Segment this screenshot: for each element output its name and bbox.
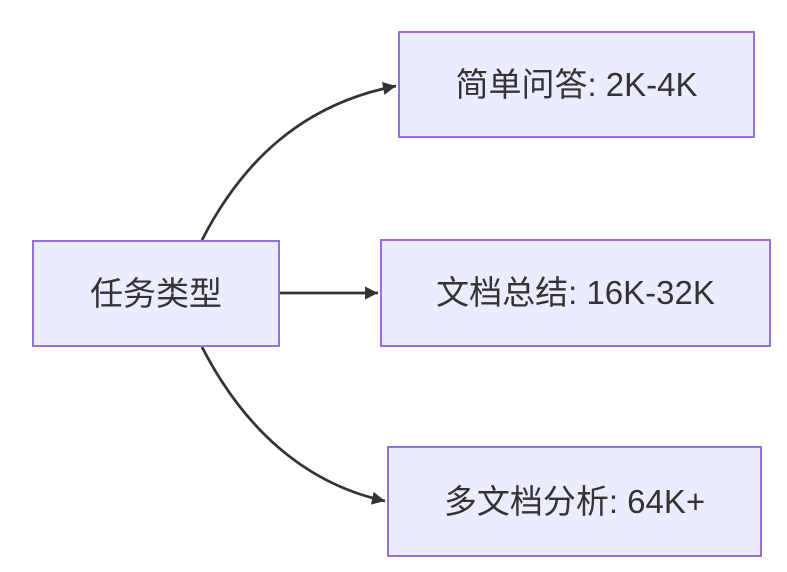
edge-root-to-child2 bbox=[200, 346, 386, 505]
node-multi-doc-analysis: 多文档分析: 64K+ bbox=[387, 446, 762, 557]
node-simple-qa: 简单问答: 2K-4K bbox=[398, 31, 755, 138]
node-simple-qa-label: 简单问答: 2K-4K bbox=[455, 65, 698, 103]
node-task-type: 任务类型 bbox=[32, 240, 280, 347]
node-task-type-label: 任务类型 bbox=[90, 274, 222, 312]
edge-root-to-child0 bbox=[200, 82, 397, 241]
node-multi-doc-analysis-label: 多文档分析: 64K+ bbox=[443, 482, 706, 520]
node-doc-summary-label: 文档总结: 16K-32K bbox=[436, 274, 715, 312]
node-doc-summary: 文档总结: 16K-32K bbox=[380, 239, 771, 347]
